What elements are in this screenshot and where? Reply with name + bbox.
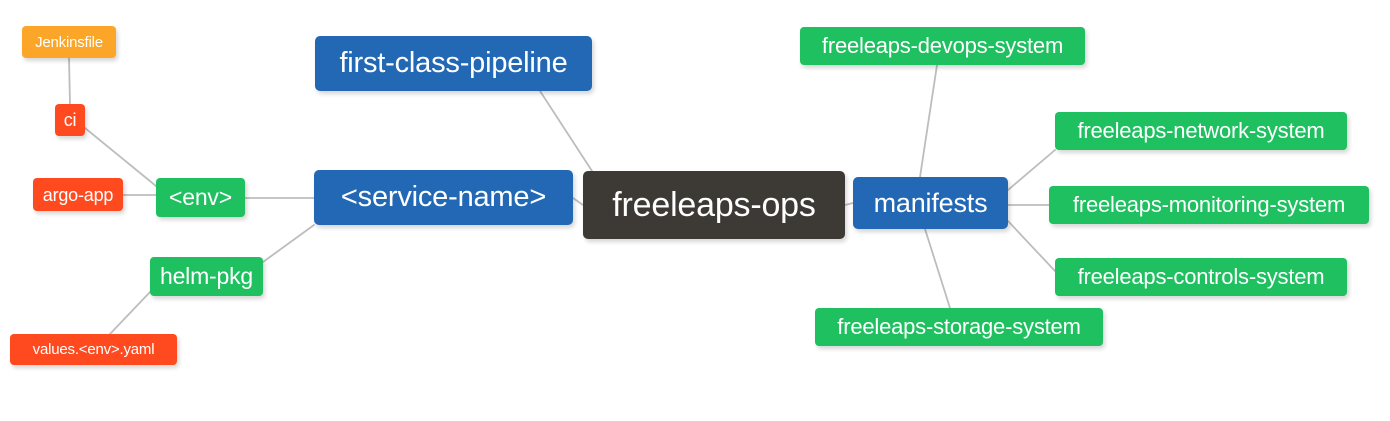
mindmap-node-helmpkg[interactable]: helm-pkg xyxy=(150,257,263,296)
edge-manifests-to-network xyxy=(1007,149,1056,191)
edge-root-to-service xyxy=(572,197,584,206)
edge-ci-to-jenkinsfile xyxy=(68,57,71,105)
mindmap-node-root[interactable]: freeleaps-ops xyxy=(583,171,845,239)
mindmap-node-ci[interactable]: ci xyxy=(55,104,85,136)
mindmap-node-env[interactable]: <env> xyxy=(156,178,245,217)
edge-manifests-to-controls xyxy=(1007,220,1056,272)
edge-manifests-to-storage xyxy=(924,228,951,309)
edge-root-to-pipeline xyxy=(539,90,593,172)
mindmap-node-jenkinsfile[interactable]: Jenkinsfile xyxy=(22,26,116,58)
mindmap-node-network[interactable]: freeleaps-network-system xyxy=(1055,112,1347,150)
mindmap-node-pipeline[interactable]: first-class-pipeline xyxy=(315,36,592,91)
edge-service-to-helmpkg xyxy=(262,224,315,263)
mindmap-node-devops[interactable]: freeleaps-devops-system xyxy=(800,27,1085,65)
mindmap-node-argoapp[interactable]: argo-app xyxy=(33,178,123,211)
edge-root-to-manifests xyxy=(844,202,854,206)
mindmap-node-valuesyaml[interactable]: values.<env>.yaml xyxy=(10,334,177,365)
edge-manifests-to-devops xyxy=(919,64,938,178)
mindmap-node-controls[interactable]: freeleaps-controls-system xyxy=(1055,258,1347,296)
mindmap-node-manifests[interactable]: manifests xyxy=(853,177,1008,229)
mindmap-node-monitoring[interactable]: freeleaps-monitoring-system xyxy=(1049,186,1369,224)
mindmap-node-storage[interactable]: freeleaps-storage-system xyxy=(815,308,1103,346)
mindmap-node-service[interactable]: <service-name> xyxy=(314,170,573,225)
edge-helmpkg-to-valuesyaml xyxy=(109,291,151,335)
